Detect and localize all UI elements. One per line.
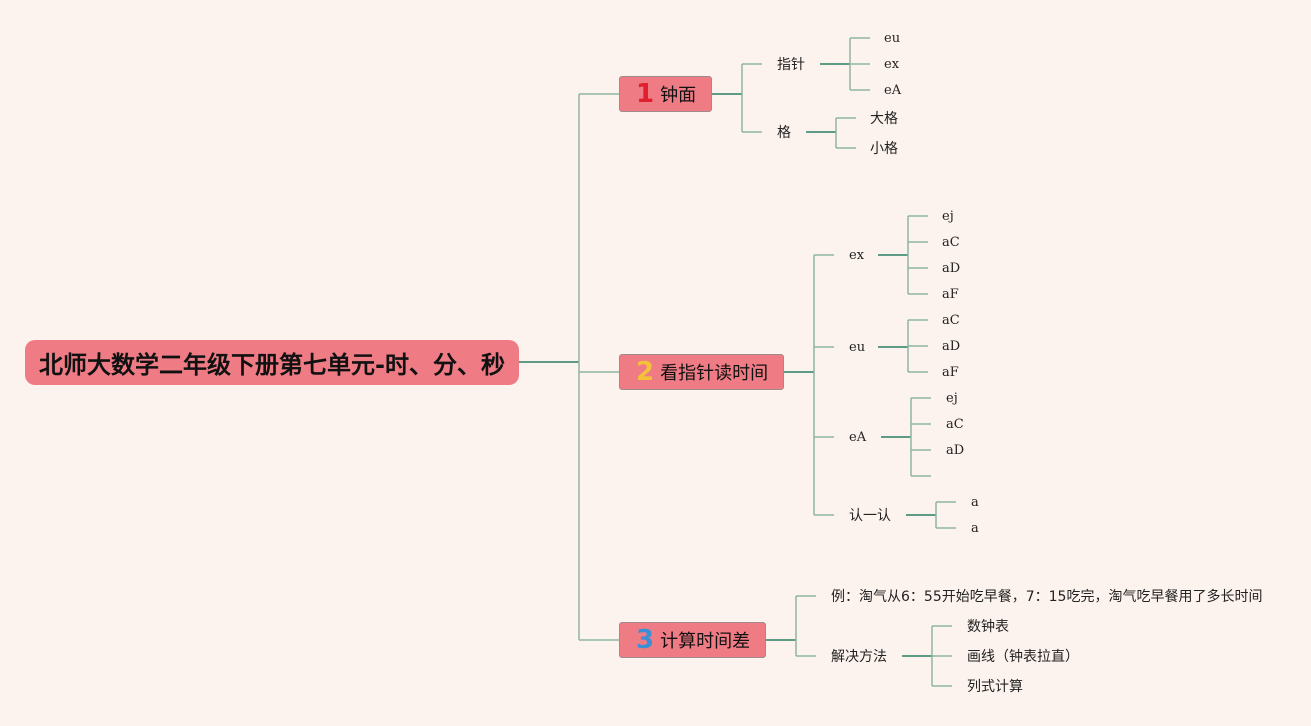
leaf-node[interactable]: aD [942, 339, 961, 354]
leaf-node[interactable]: 小格 [870, 141, 898, 157]
node-grid[interactable]: 格 [777, 125, 791, 141]
solution-method-node[interactable]: 解决方法 [831, 649, 887, 665]
section-label: 看指针读时间 [660, 363, 769, 384]
node-hands[interactable]: 指针 [777, 57, 805, 73]
leaf-node[interactable]: 大格 [870, 111, 898, 127]
section-label: 钟面 [660, 85, 697, 106]
section-number-3: 3 [636, 625, 655, 655]
section-node-time-difference[interactable]: 3 计算时间差 [619, 622, 766, 658]
leaf-node[interactable]: ex [884, 57, 900, 72]
leaf-node[interactable]: a [971, 521, 979, 536]
leaf-node[interactable]: eu [884, 31, 901, 46]
leaf-node[interactable]: a [971, 495, 979, 510]
section-label: 计算时间差 [660, 631, 751, 652]
section-number-2: 2 [636, 357, 655, 387]
leaf-node[interactable]: aD [946, 443, 965, 458]
leaf-node[interactable]: eA [884, 83, 902, 98]
leaf-node[interactable]: 列式计算 [967, 679, 1023, 695]
leaf-node[interactable]: ej [942, 209, 954, 224]
example-node[interactable]: 例：淘气从6：55开始吃早餐，7：15吃完，淘气吃早餐用了多长时间 [831, 589, 1263, 605]
root-node[interactable]: 北师大数学二年级下册第七单元-时、分、秒 [25, 340, 519, 385]
branch-node[interactable]: ex [849, 248, 865, 263]
branch-node[interactable]: eu [849, 340, 866, 355]
branch-node[interactable]: eA [849, 430, 867, 445]
root-title: 北师大数学二年级下册第七单元-时、分、秒 [39, 351, 505, 379]
leaf-node[interactable]: aF [942, 287, 959, 302]
leaf-node[interactable]: aC [946, 417, 964, 432]
section-node-read-time[interactable]: 2 看指针读时间 [619, 354, 784, 390]
section-number-1: 1 [636, 79, 655, 109]
leaf-node[interactable]: 画线（钟表拉直） [967, 649, 1079, 665]
leaf-node[interactable]: 数钟表 [967, 619, 1009, 635]
leaf-node[interactable]: aD [942, 261, 961, 276]
branch-node-recognize[interactable]: 认一认 [849, 508, 891, 524]
leaf-node[interactable]: ej [946, 391, 958, 406]
section-node-clock-face[interactable]: 1 钟面 [619, 76, 712, 112]
leaf-node[interactable]: aC [942, 235, 960, 250]
leaf-node[interactable]: aF [942, 365, 959, 380]
leaf-node[interactable]: aC [942, 313, 960, 328]
